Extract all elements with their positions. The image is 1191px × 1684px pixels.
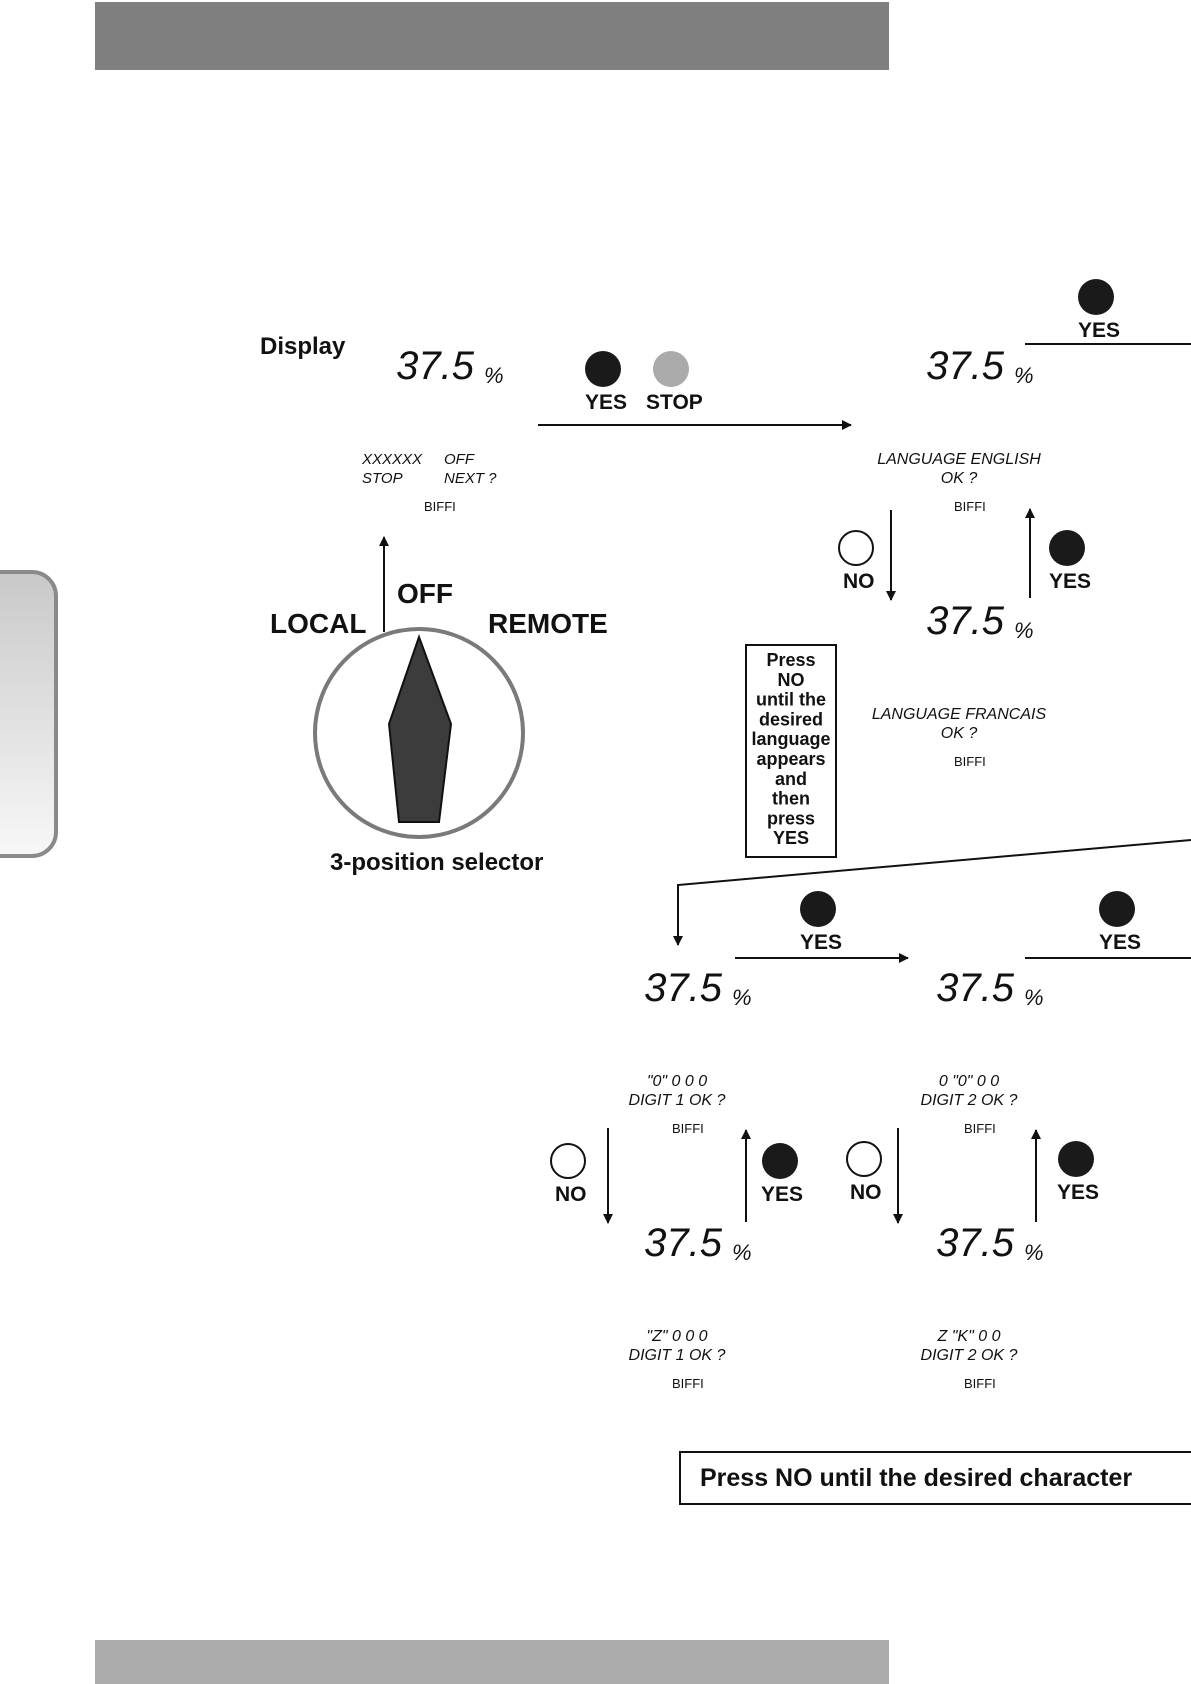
no-label: NO <box>850 1181 882 1204</box>
stop-button-icon <box>653 351 689 387</box>
no-label: NO <box>843 570 875 593</box>
lcd-value: 37.5 <box>396 344 475 388</box>
lcd-line1: 0 "0" 0 0 <box>939 1073 999 1090</box>
local-label: LOCAL <box>270 608 366 639</box>
yes-button-icon <box>800 891 836 927</box>
yes-label: YES <box>1057 1181 1099 1204</box>
lcd-unit: % <box>1014 363 1034 388</box>
selector-knob[interactable] <box>313 627 525 839</box>
yes-button-icon <box>1078 279 1114 315</box>
lcd-unit: % <box>1014 618 1034 643</box>
note-line: press <box>767 808 815 828</box>
lcd-value: 37.5 <box>926 344 1005 388</box>
note-line: then <box>772 789 810 809</box>
lcd-line2: DIGIT 1 OK ? <box>629 1092 726 1109</box>
yes-label: YES <box>761 1183 803 1206</box>
note-line: desired <box>759 709 823 729</box>
brand-label: BIFFI <box>672 1121 704 1136</box>
lcd-unit: % <box>732 985 752 1010</box>
note-line: until the <box>756 690 826 710</box>
no-button-icon <box>838 530 874 566</box>
lcd-line2: NEXT ? <box>444 470 497 487</box>
lcd-line2: DIGIT 2 OK ? <box>921 1347 1018 1364</box>
lcd-unit: % <box>484 363 504 388</box>
note-line: appears <box>756 749 825 769</box>
lcd-line1: LANGUAGE ENGLISH <box>877 451 1041 468</box>
footer-bar <box>95 1640 889 1684</box>
lcd-line1: "Z" 0 0 0 <box>646 1328 707 1345</box>
stop-label: STOP <box>646 391 703 414</box>
yes-label: YES <box>1099 931 1141 954</box>
no-label: NO <box>555 1183 587 1206</box>
yes-button-icon <box>1049 530 1085 566</box>
brand-label: BIFFI <box>964 1376 996 1391</box>
lcd-line2: OK ? <box>941 470 978 487</box>
yes-label: YES <box>585 391 627 414</box>
lcd-line2: OK ? <box>941 725 978 742</box>
brand-label: BIFFI <box>964 1121 996 1136</box>
lcd-line1: Z "K" 0 0 <box>937 1328 1001 1345</box>
yes-button-icon <box>585 351 621 387</box>
bottom-note: Press NO until the desired character <box>700 1464 1132 1492</box>
lcd-line1: "0" 0 0 0 <box>647 1073 707 1090</box>
lcd-line1: LANGUAGE FRANCAIS <box>872 706 1047 723</box>
no-button-icon <box>846 1141 882 1177</box>
note-line: Press <box>766 650 815 670</box>
lcd-line1: XXXXXX <box>361 451 423 468</box>
yes-label: YES <box>800 931 842 954</box>
brand-label: BIFFI <box>954 754 986 769</box>
note-line: language <box>751 729 830 749</box>
yes-button-icon <box>1099 891 1135 927</box>
press-no-note-box <box>745 644 837 858</box>
lcd-line2: STOP <box>362 470 403 487</box>
lcd-value: 37.5 <box>644 1221 723 1265</box>
lcd-line2: DIGIT 1 OK ? <box>629 1347 726 1364</box>
remote-label: REMOTE <box>488 608 608 639</box>
lcd-unit: % <box>732 1240 752 1265</box>
brand-label: BIFFI <box>672 1376 704 1391</box>
lcd-line1: OFF <box>444 451 475 468</box>
note-line: NO <box>778 670 805 690</box>
lcd-line2: DIGIT 2 OK ? <box>921 1092 1018 1109</box>
lcd-unit: % <box>1024 985 1044 1010</box>
display-label: Display <box>260 333 346 360</box>
lcd-value: 37.5 <box>936 1221 1015 1265</box>
side-tab <box>0 570 58 858</box>
yes-button-icon <box>1058 1141 1094 1177</box>
yes-label: YES <box>1078 319 1120 342</box>
selector-label: 3-position selector <box>330 849 543 876</box>
brand-label: BIFFI <box>424 499 456 514</box>
lcd-value: 37.5 <box>926 599 1005 643</box>
yes-button-icon <box>762 1143 798 1179</box>
off-label: OFF <box>397 578 453 609</box>
no-button-icon <box>550 1143 586 1179</box>
lcd-value: 37.5 <box>936 966 1015 1010</box>
lcd-value: 37.5 <box>644 966 723 1010</box>
lcd-unit: % <box>1024 1240 1044 1265</box>
header-bar <box>95 2 889 70</box>
note-line: YES <box>773 828 809 848</box>
note-line: and <box>775 769 807 789</box>
brand-label: BIFFI <box>954 499 986 514</box>
yes-label: YES <box>1049 570 1091 593</box>
